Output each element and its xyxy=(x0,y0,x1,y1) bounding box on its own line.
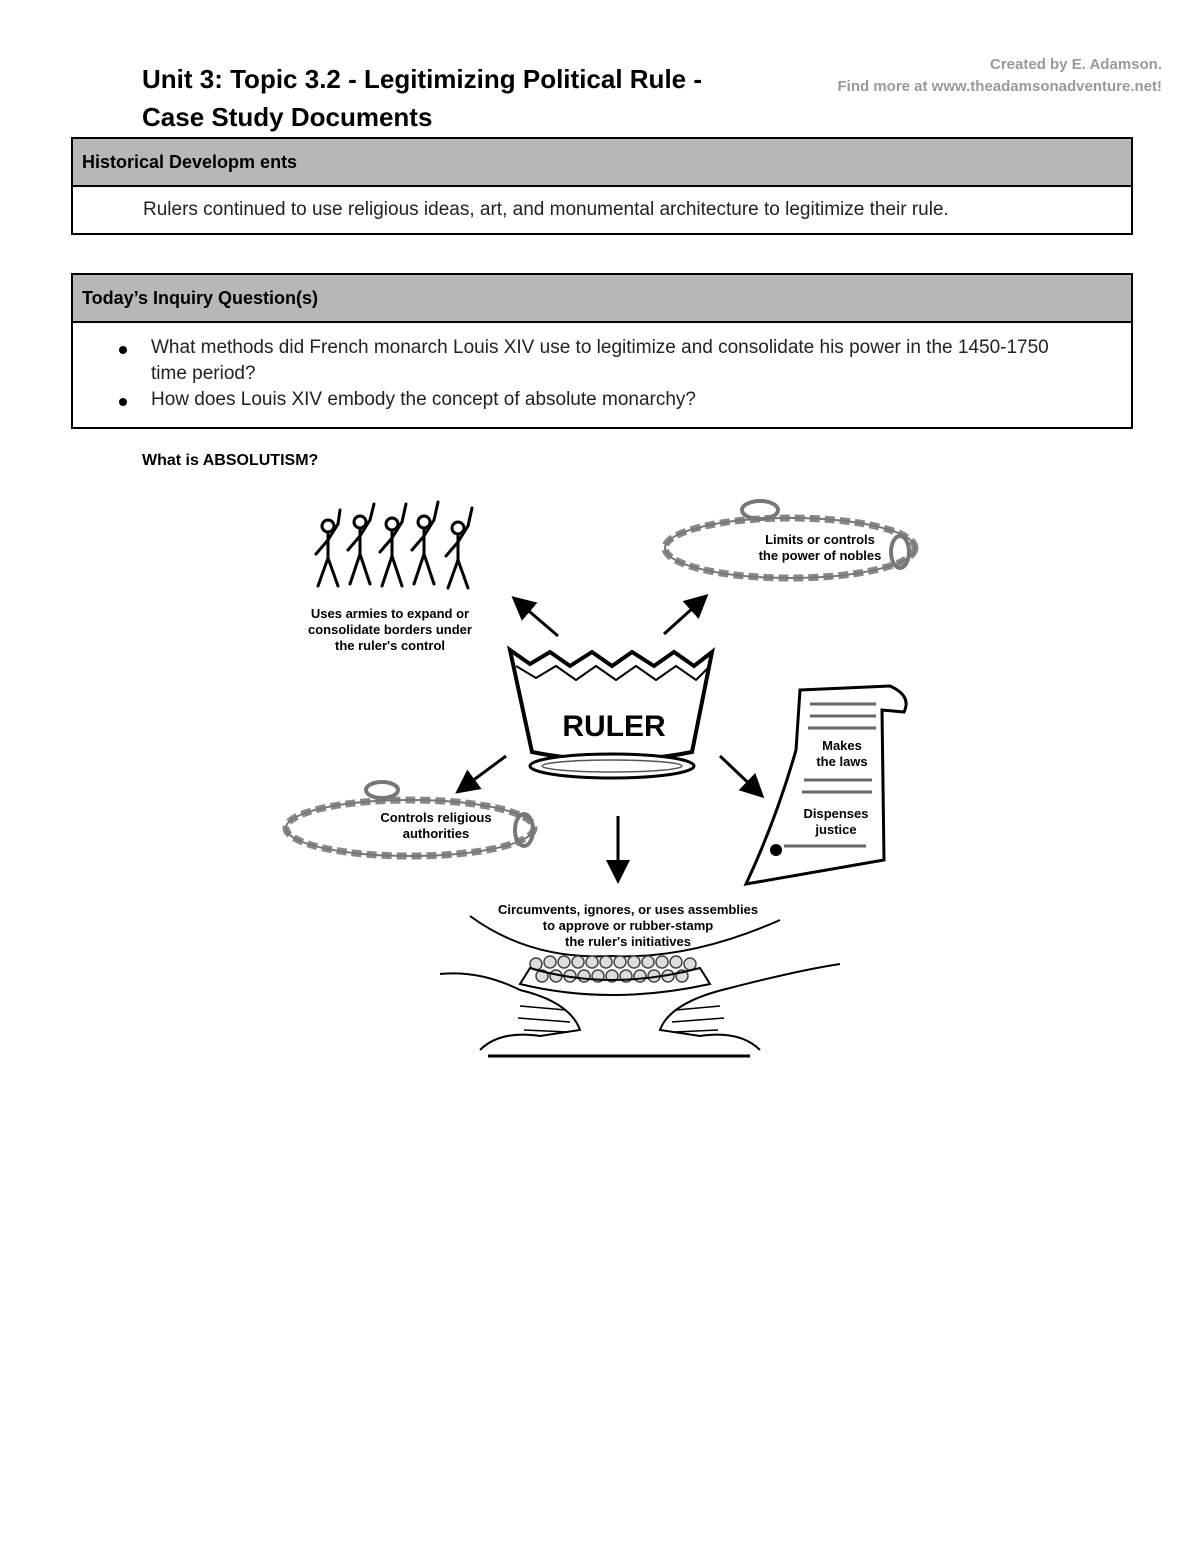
inquiry-questions-heading: Today’s Inquiry Question(s) xyxy=(73,275,1131,323)
armies-label-line-2: consolidate borders under xyxy=(308,622,472,637)
credit-block: Created by E. Adamson. Find more at www.… xyxy=(780,54,1162,98)
nobles-label-line-2: the power of nobles xyxy=(759,548,882,563)
laws-label-line-2: the laws xyxy=(816,754,867,769)
justice-label-line-1: Dispenses xyxy=(803,806,868,821)
religion-label-line-1: Controls religious xyxy=(380,810,491,825)
absolutism-heading: What is ABSOLUTISM? xyxy=(142,452,318,470)
inquiry-questions-body: What methods did French monarch Louis XI… xyxy=(73,323,1131,427)
inquiry-question-list: What methods did French monarch Louis XI… xyxy=(73,335,1131,413)
assemblies-label-line-3: the ruler's initiatives xyxy=(565,934,691,949)
armies-label-line-1: Uses armies to expand or xyxy=(311,606,469,621)
army-figures-icon xyxy=(316,502,472,588)
historical-developments-heading: Historical Developm ents xyxy=(73,139,1131,187)
absolutism-diagram: Uses armies to expand or consolidate bor… xyxy=(280,490,920,1070)
inquiry-question-item: How does Louis XIV embody the concept of… xyxy=(151,387,1131,413)
historical-developments-text: Rulers continued to use religious ideas,… xyxy=(73,187,1131,233)
inquiry-questions-box: Today’s Inquiry Question(s) What methods… xyxy=(71,273,1133,429)
law-scroll-icon xyxy=(746,686,906,884)
inquiry-question-item: What methods did French monarch Louis XI… xyxy=(151,335,1131,387)
ruler-label: RULER xyxy=(562,710,666,743)
assemblies-label-line-1: Circumvents, ignores, or uses assemblies xyxy=(498,902,758,917)
title-line-1: Unit 3: Topic 3.2 - Legitimizing Politic… xyxy=(142,60,782,98)
nobles-label-line-1: Limits or controls xyxy=(765,532,875,547)
credit-author: Created by E. Adamson. xyxy=(780,54,1162,76)
religion-label-line-2: authorities xyxy=(403,826,469,841)
credit-website: Find more at www.theadamsonadventure.net… xyxy=(780,76,1162,98)
title-line-2: Case Study Documents xyxy=(142,98,782,136)
assemblies-label-line-2: to approve or rubber-stamp xyxy=(543,918,714,933)
historical-developments-box: Historical Developm ents Rulers continue… xyxy=(71,137,1133,235)
armies-label-line-3: the ruler's control xyxy=(335,638,445,653)
page-title: Unit 3: Topic 3.2 - Legitimizing Politic… xyxy=(142,60,782,136)
justice-label-line-2: justice xyxy=(814,822,856,837)
laws-label-line-1: Makes xyxy=(822,738,862,753)
